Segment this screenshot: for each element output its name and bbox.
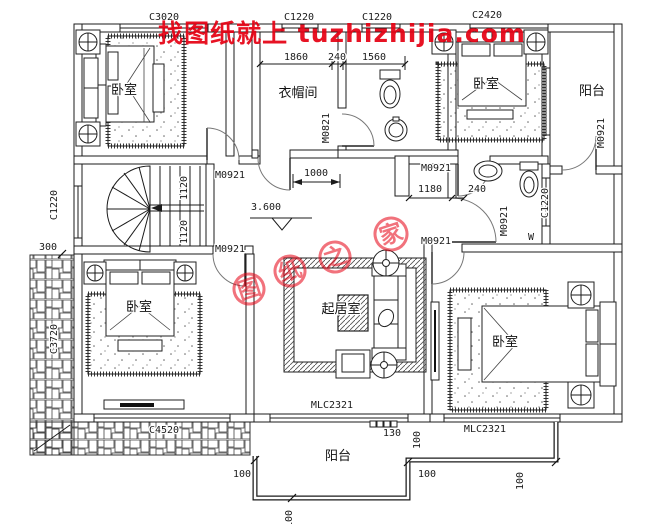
- tv-cabinet-bl: [103, 399, 185, 410]
- toilet-mid: [519, 161, 539, 198]
- watermark-seal: 图 纸 之 家: [232, 216, 409, 306]
- watermarks: 找图纸就上 tuzhizhijia.com 图 纸 之 家: [158, 19, 526, 306]
- room-bedroom-br: 卧室: [492, 334, 518, 350]
- doors: [206, 113, 597, 287]
- bed-br: [481, 301, 617, 387]
- sofa: [371, 263, 407, 361]
- wardrobe-tl: [83, 57, 99, 119]
- dim-1000: 1000: [304, 168, 328, 179]
- door-midbath: [451, 197, 497, 243]
- dim-100-left: 100: [233, 469, 251, 480]
- bed-bl: [103, 259, 177, 337]
- label-c3720: C3720: [49, 324, 60, 354]
- stone-terrace: [29, 254, 251, 456]
- window-c1220-left: [73, 185, 83, 239]
- drain-mark-w: W: [528, 232, 535, 243]
- dim-240-mid: 240: [468, 184, 486, 195]
- label-m0921-midbath: M0921: [499, 206, 510, 236]
- door-m0821: [341, 113, 375, 147]
- label-mlc2321-living: MLC2321: [311, 400, 353, 411]
- dim-240-top: 240: [328, 52, 346, 63]
- dim-1120-b: 1120: [179, 220, 190, 244]
- level-value: 3.600: [251, 202, 281, 213]
- dim-1180: 1180: [418, 184, 442, 195]
- room-cloakroom: 衣帽间: [278, 85, 317, 101]
- spiral-staircase: [106, 165, 204, 253]
- label-m0921-bedroom-tr: M0921: [421, 163, 451, 174]
- label-m0921-hall-top: M0921: [215, 170, 245, 181]
- label-c1220-top1: C1220: [284, 12, 314, 23]
- label-m0921-balcony: M0921: [596, 118, 607, 148]
- room-living: 起居室: [321, 301, 360, 317]
- walls: [73, 23, 623, 423]
- balcony-step-squares: [369, 420, 398, 428]
- sink-mid: [473, 160, 503, 182]
- bed-tr: [455, 31, 529, 107]
- bench-br: [457, 317, 472, 371]
- window-mlc2321-bedroom: [443, 413, 561, 423]
- door-cloakroom: [257, 157, 291, 191]
- door-bedroom-bl: [212, 253, 246, 287]
- label-c1220-left: C1220: [49, 190, 60, 220]
- bed-tl: [95, 43, 155, 127]
- dim-130: 130: [383, 428, 401, 439]
- label-m0921-bedroom-br: M0921: [421, 236, 451, 247]
- sink-top: [384, 116, 408, 142]
- dimensions: [57, 56, 468, 259]
- level-symbol: [250, 217, 312, 231]
- dim-100-step: 100: [418, 469, 436, 480]
- furniture: [75, 29, 617, 410]
- armchair: [335, 349, 371, 379]
- dim-300: 300: [39, 242, 57, 253]
- door-balcony-tr: [561, 135, 597, 171]
- dim-100-bottom: 100: [284, 510, 295, 524]
- tv-panel-br: [430, 301, 440, 381]
- bench-bl: [117, 339, 163, 352]
- dim-100-step-top: 100: [412, 431, 423, 449]
- label-mlc2321-bedroom: MLC2321: [464, 424, 506, 435]
- nightstands: [75, 29, 595, 409]
- room-balcony-tr: 阳台: [579, 84, 605, 99]
- label-c1220-midbath: C1220: [540, 188, 551, 218]
- room-bedroom-tr: 卧室: [473, 76, 499, 92]
- window-c4520: [93, 413, 231, 423]
- round-table-top: [372, 249, 400, 277]
- room-balcony-bottom: 阳台: [325, 449, 351, 464]
- label-c4520: C4520: [149, 425, 179, 436]
- bench-tr: [466, 109, 514, 120]
- room-bedroom-tl: 卧室: [111, 82, 137, 98]
- balcony-railing: [250, 420, 561, 503]
- door-bedroom-tl: [206, 127, 240, 161]
- dim-1560: 1560: [362, 52, 386, 63]
- dim-100-right: 100: [515, 472, 526, 490]
- round-table-bottom: [370, 351, 398, 379]
- dim-1120-a: 1120: [179, 176, 190, 200]
- dresser-tl: [152, 63, 165, 113]
- labels: C3020 C1220 C1220 C2420 C1220 C3720 C122…: [38, 9, 609, 524]
- coffee-table: [337, 294, 369, 332]
- label-c1220-top2: C1220: [362, 12, 392, 23]
- label-c2420: C2420: [472, 10, 502, 21]
- door-bedroom-br: [431, 251, 465, 285]
- room-bedroom-bl: 卧室: [126, 299, 152, 315]
- label-c3020: C3020: [149, 12, 179, 23]
- label-m0821: M0821: [321, 113, 332, 143]
- dim-1860: 1860: [284, 52, 308, 63]
- watermark-banner: 找图纸就上 tuzhizhijia.com: [158, 19, 526, 48]
- toilet-top: [379, 69, 401, 109]
- label-m0921-hall-bottom: M0921: [215, 244, 245, 255]
